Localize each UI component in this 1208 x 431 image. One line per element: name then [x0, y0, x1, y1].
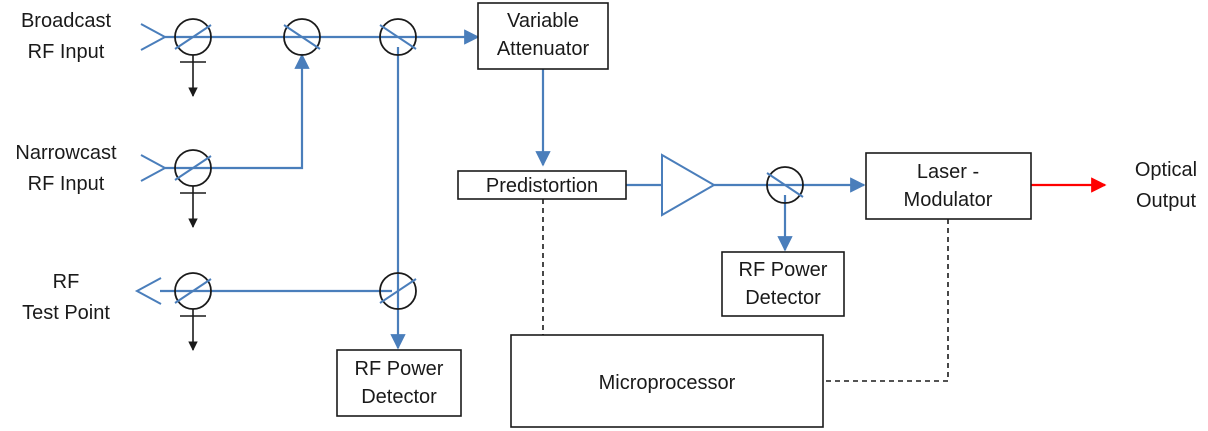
test-point-label-line2: Test Point [22, 302, 110, 324]
optical-output-line1: Optical [1135, 159, 1197, 181]
coupler-icon [379, 272, 417, 310]
block-predistortion: Predistortion [457, 170, 627, 200]
optical-output-line2: Output [1136, 190, 1196, 212]
laser-modulator-line2: Modulator [904, 189, 993, 211]
input-chevron-icon [134, 277, 162, 305]
rf-power-detector-right-line1: RF Power [739, 259, 828, 281]
narrowcast-label-line1: Narrowcast [15, 142, 117, 164]
variable-attenuator-line1: Variable [507, 10, 579, 32]
block-variable-attenuator: Variable Attenuator [477, 2, 609, 70]
terminations [180, 55, 206, 351]
predistortion-label: Predistortion [486, 175, 598, 197]
input-chevron-icon [140, 154, 168, 182]
coupler-icon [766, 166, 804, 204]
broadcast-label-line2: RF Input [28, 41, 105, 63]
rf-power-detector-right-line2: Detector [745, 287, 821, 309]
microprocessor-label: Microprocessor [599, 372, 736, 394]
rf-power-detector-left-line2: Detector [361, 386, 437, 408]
block-microprocessor: Microprocessor [510, 334, 824, 428]
ctrl-laser-to-micro [823, 219, 949, 382]
block-rf-power-detector-right: RF Power Detector [721, 251, 845, 317]
laser-modulator-line1: Laser - [917, 161, 979, 183]
ground-arrow-icon [180, 55, 206, 97]
control-lines [542, 199, 949, 382]
ground-arrow-icon [180, 186, 206, 228]
rf-power-detector-left-line1: RF Power [355, 358, 444, 380]
broadcast-label-line1: Broadcast [21, 10, 111, 32]
coupler-icon [379, 18, 417, 56]
block-laser-modulator: Laser - Modulator [865, 152, 1032, 220]
test-point-label-line1: RF [53, 271, 80, 293]
amplifier-icon [661, 153, 717, 217]
variable-attenuator-line2: Attenuator [497, 38, 590, 60]
input-chevrons [134, 23, 168, 305]
ground-arrow-icon [180, 309, 206, 351]
input-chevron-icon [140, 23, 168, 51]
narrowcast-label-line2: RF Input [28, 173, 105, 195]
block-rf-power-detector-left: RF Power Detector [336, 349, 462, 417]
coupler-icon [283, 18, 321, 56]
